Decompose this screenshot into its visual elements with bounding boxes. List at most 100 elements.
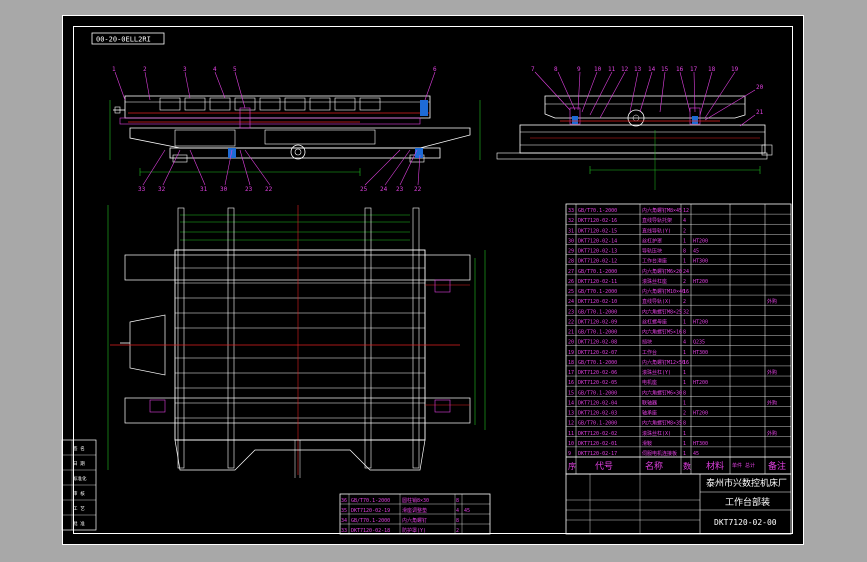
svg-text:22: 22 [265, 186, 273, 193]
bom-cell: HT300 [693, 441, 708, 447]
bom-cell: 导轨压块 [642, 248, 662, 255]
bom-cell: GB/T70.1-2000 [578, 269, 617, 275]
svg-text:备注: 备注 [768, 460, 786, 472]
svg-text:材料: 材料 [706, 460, 724, 472]
code-box [91, 32, 165, 45]
svg-text:14: 14 [648, 66, 656, 73]
lower-bom-cell: DKT7120-02-19 [351, 508, 390, 514]
svg-text:5: 5 [233, 66, 237, 73]
bom-cell: GB/T70.1-2000 [578, 421, 617, 427]
svg-text:签 名: 签 名 [73, 445, 85, 452]
bom-cell: 8 [683, 249, 686, 255]
bom-cell: 挡块 [642, 339, 652, 346]
bom-cell: DKT7120-02-11 [578, 279, 617, 285]
bom-cell: Q235 [693, 340, 705, 346]
svg-text:21: 21 [756, 109, 764, 116]
bom-cell: 15 [568, 390, 574, 396]
svg-text:12: 12 [621, 66, 629, 73]
bom-cell: 内六角螺钉M6×30 [642, 389, 682, 396]
lower-bom-cell: 内六角螺钉 [402, 517, 427, 524]
bom-cell: 24 [568, 299, 574, 305]
bom-cell: GB/T70.1-2000 [578, 360, 617, 366]
bom-cell: DKT7120-02-04 [578, 400, 617, 406]
bom-cell: 1 [683, 370, 686, 376]
svg-text:数: 数 [683, 461, 691, 471]
bom-cell: HT300 [693, 350, 708, 356]
bom-cell: 12 [683, 208, 689, 214]
svg-text:4: 4 [213, 66, 217, 73]
bom-cell: GB/T70.1-2000 [578, 289, 617, 295]
bom-cell: 外购 [767, 399, 777, 406]
bom-cell: DKT7120-02-06 [578, 370, 617, 376]
svg-text:30: 30 [220, 186, 228, 193]
bom-cell: DKT7120-02-13 [578, 249, 617, 255]
bom-cell: 1 [683, 451, 686, 457]
svg-text:23: 23 [396, 186, 404, 193]
bom-cell: 滚珠丝杠座 [642, 278, 667, 285]
bom-cell: 内六角螺钉M8×45 [642, 207, 682, 214]
bom-cell: 1 [683, 400, 686, 406]
bom-cell: 28 [568, 259, 574, 265]
bom-cell: 32 [683, 309, 689, 315]
bom-cell: 4 [683, 340, 686, 346]
lower-bom-cell: 防护罩(Y) [402, 527, 426, 534]
front-view [496, 71, 773, 190]
svg-text:17: 17 [690, 66, 698, 73]
svg-text:9: 9 [577, 66, 581, 73]
lower-bom-cell: 34 [341, 518, 347, 524]
svg-text:32: 32 [158, 186, 166, 193]
lower-bom-cell: 8 [456, 498, 459, 504]
bom-cell: 工作台滑座 [642, 258, 667, 265]
bom-cell: 滑鞍 [642, 440, 652, 447]
bom-cell: 2 [683, 411, 686, 417]
bom-cell: 11 [568, 431, 574, 437]
lower-bom-cell: 36 [341, 498, 347, 504]
svg-text:8: 8 [554, 66, 558, 73]
lower-bom-cell: 33 [341, 528, 347, 534]
bom-cell: DKT7120-02-07 [578, 350, 617, 356]
bom-cell: 直线导轨(Y) [642, 227, 671, 234]
bom-cell: 32 [568, 218, 574, 224]
bom-cell: HT200 [693, 238, 708, 244]
bom-cell: 外购 [767, 430, 777, 437]
lower-bom-cell: 8 [456, 518, 459, 524]
bom-cell: HT200 [693, 279, 708, 285]
bom-cell: 27 [568, 269, 574, 275]
bom-cell: GB/T70.1-2000 [578, 309, 617, 315]
bom-cell: 2 [683, 279, 686, 285]
bom-cell: 16 [568, 380, 574, 386]
bom-cell: 30 [568, 238, 574, 244]
bom-cell: 8 [683, 330, 686, 336]
drawing-frame [73, 26, 793, 534]
bom-cell: 8 [683, 390, 686, 396]
bom-cell: 2 [683, 228, 686, 234]
bom-cell: 23 [568, 309, 574, 315]
lower-bom-cell: 圆柱销8×30 [402, 497, 429, 504]
svg-text:2: 2 [143, 66, 147, 73]
svg-text:审 核: 审 核 [73, 490, 85, 497]
bom-cell: 1 [683, 259, 686, 265]
bom-cell: 8 [683, 421, 686, 427]
svg-text:19: 19 [731, 66, 739, 73]
bom-cell: GB/T70.1-2000 [578, 390, 617, 396]
bom-cell: DKT7120-02-14 [578, 238, 617, 244]
bom-cell: DKT7120-02-17 [578, 451, 617, 457]
svg-text:7: 7 [531, 66, 535, 73]
bom-cell: 4 [683, 218, 686, 224]
svg-text:24: 24 [380, 186, 388, 193]
svg-text:33: 33 [138, 186, 146, 193]
svg-text:23: 23 [245, 186, 253, 193]
bom-cell: 16 [683, 360, 689, 366]
bom-cell: 19 [568, 350, 574, 356]
